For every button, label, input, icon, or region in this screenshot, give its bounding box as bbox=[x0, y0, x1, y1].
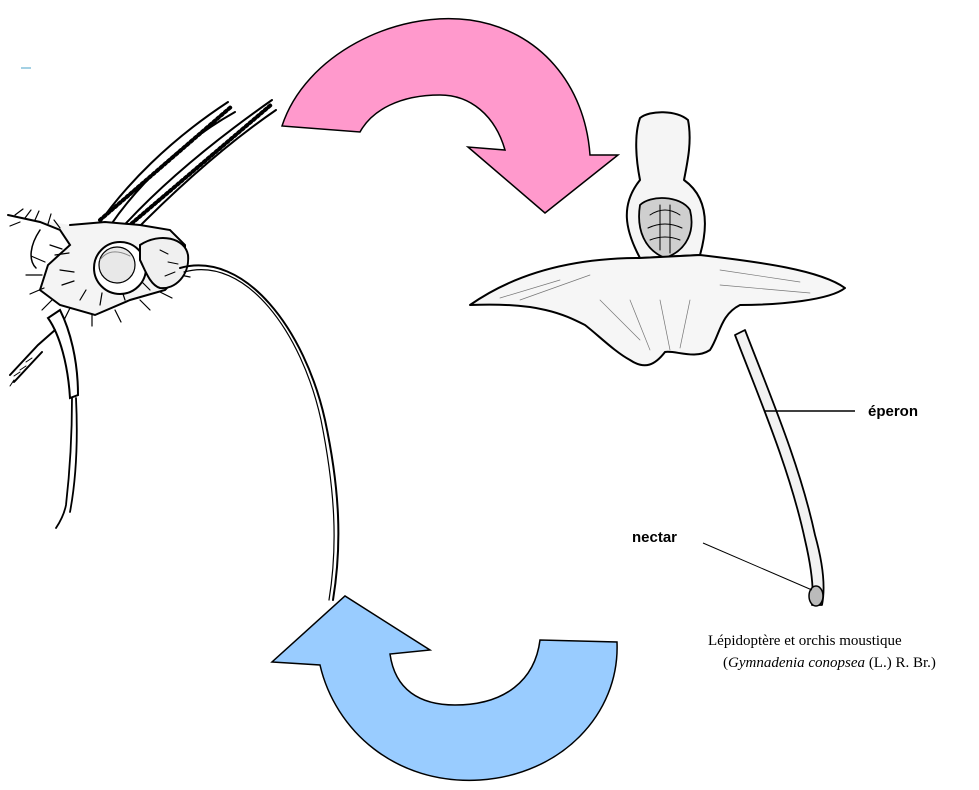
label-nectar: nectar bbox=[632, 529, 677, 546]
moth-antennae bbox=[96, 100, 276, 236]
caption-line-2: (Gymnadenia conopsea (L.) R. Br.) bbox=[723, 655, 936, 671]
moth-illustration bbox=[8, 100, 338, 600]
moth-eye bbox=[94, 242, 146, 294]
caption-line-1: Lépidoptère et orchis moustique bbox=[708, 633, 902, 649]
caption-species: Gymnadenia conopsea bbox=[728, 655, 865, 671]
moth-palp bbox=[48, 310, 78, 398]
caption-author: (L.) R. Br.) bbox=[865, 655, 936, 671]
orchid-spur bbox=[735, 330, 824, 605]
label-eperon: éperon bbox=[868, 403, 918, 420]
pink-cycle-arrow bbox=[282, 19, 618, 213]
blue-cycle-arrow bbox=[272, 596, 617, 780]
moth-leg bbox=[56, 398, 77, 528]
nectar-leader-line bbox=[703, 543, 812, 590]
orchid-nectar-drop bbox=[809, 586, 823, 606]
orchid-lateral-petals bbox=[470, 255, 845, 365]
moth-proboscis bbox=[180, 265, 338, 600]
